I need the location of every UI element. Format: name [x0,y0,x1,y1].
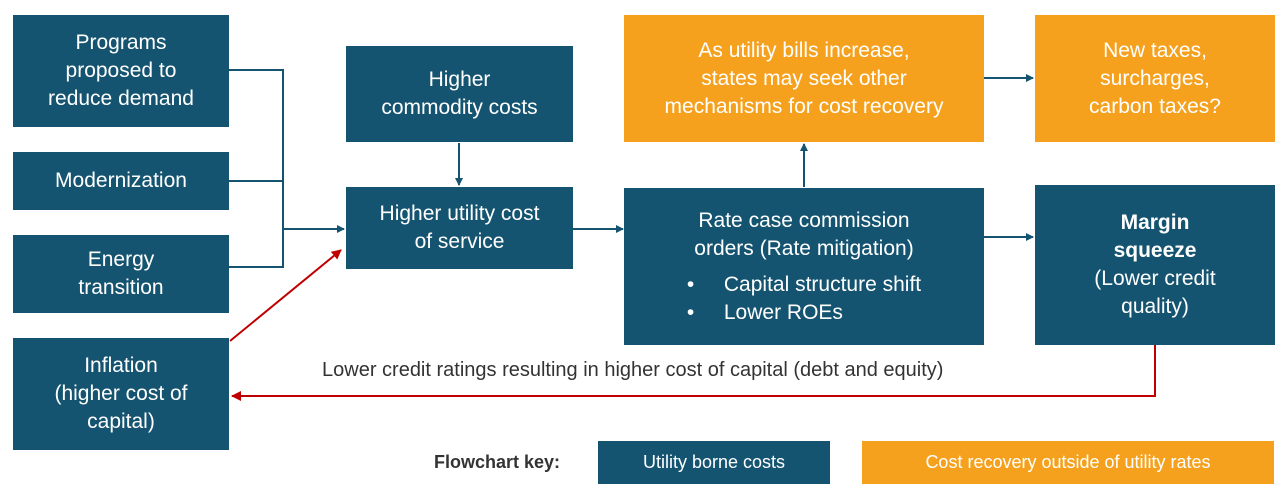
inflation-line-3: capital) [87,410,155,433]
new-taxes-node: New taxes, surcharges, carbon taxes? [1035,15,1275,142]
flowchart-key-label: Flowchart key: [434,452,561,472]
utility-bills-line-3: mechanisms for cost recovery [664,94,944,118]
commodity-line-1: Higher [428,68,491,91]
rate-case-bullet: • Capital structure shift [687,271,921,299]
utility-cost-node: Higher utility cost of service [346,187,573,269]
utility-bills-line-1: As utility bills increase, [698,38,910,62]
new-taxes-line-1: New taxes, [1103,38,1207,62]
inflation-line-2: (higher cost of [54,382,188,405]
bullet-dot: • [686,272,695,296]
bullet-text: Lower ROEs [723,300,843,324]
bracket-connector [228,69,284,268]
commodity-costs-node: Higher commodity costs [346,46,573,142]
programs-line-1: Programs [75,31,167,54]
rate-case-bullet: • Lower ROEs [687,299,921,327]
inflation-node: Inflation (higher cost of capital) [13,338,229,450]
commodity-line-2: commodity costs [381,96,538,119]
bullet-text: Capital structure shift [723,272,922,296]
energy-transition-node: Energy transition [13,235,229,313]
new-taxes-line-2: surcharges, [1100,66,1210,90]
rate-case-bullet-list: • Capital structure shift • Lower ROEs [687,271,921,327]
programs-node: Programs proposed to reduce demand [13,15,229,127]
margin-bold-line-1: Margin [1120,211,1190,234]
feedback-arrow-margin-to-inflation [231,345,1156,401]
programs-line-3: reduce demand [48,87,194,110]
margin-bold-line-2: squeeze [1113,239,1197,262]
key-cost-recovery-outside-rates: Cost recovery outside of utility rates [862,441,1274,484]
margin-line-2: quality) [1121,295,1189,318]
programs-line-2: proposed to [65,59,177,82]
energy-transition-line-2: transition [78,276,164,299]
utility-cost-line-1: Higher utility cost [379,202,540,225]
rate-case-line-1: Rate case commission [698,208,910,232]
rate-case-line-2: orders (Rate mitigation) [694,236,914,260]
feedback-label: Lower credit ratings resulting in higher… [322,359,944,381]
utility-cost-line-2: of service [414,230,505,253]
margin-squeeze-node: Margin squeeze (Lower credit quality) [1035,185,1275,345]
utility-bills-node: As utility bills increase, states may se… [624,15,984,142]
modernization-node: Modernization [13,152,229,210]
inflation-line-1: Inflation [84,354,158,377]
new-taxes-line-3: carbon taxes? [1089,94,1221,118]
modernization-line-1: Modernization [55,169,187,192]
utility-bills-line-2: states may seek other [701,66,907,90]
bullet-dot: • [686,300,695,324]
rate-case-node: Rate case commission orders (Rate mitiga… [624,188,984,345]
energy-transition-line-1: Energy [87,248,155,271]
margin-line-1: (Lower credit [1094,267,1216,290]
arrow-inflation-to-utility-cost [229,249,342,342]
key-utility-borne-costs: Utility borne costs [598,441,830,484]
